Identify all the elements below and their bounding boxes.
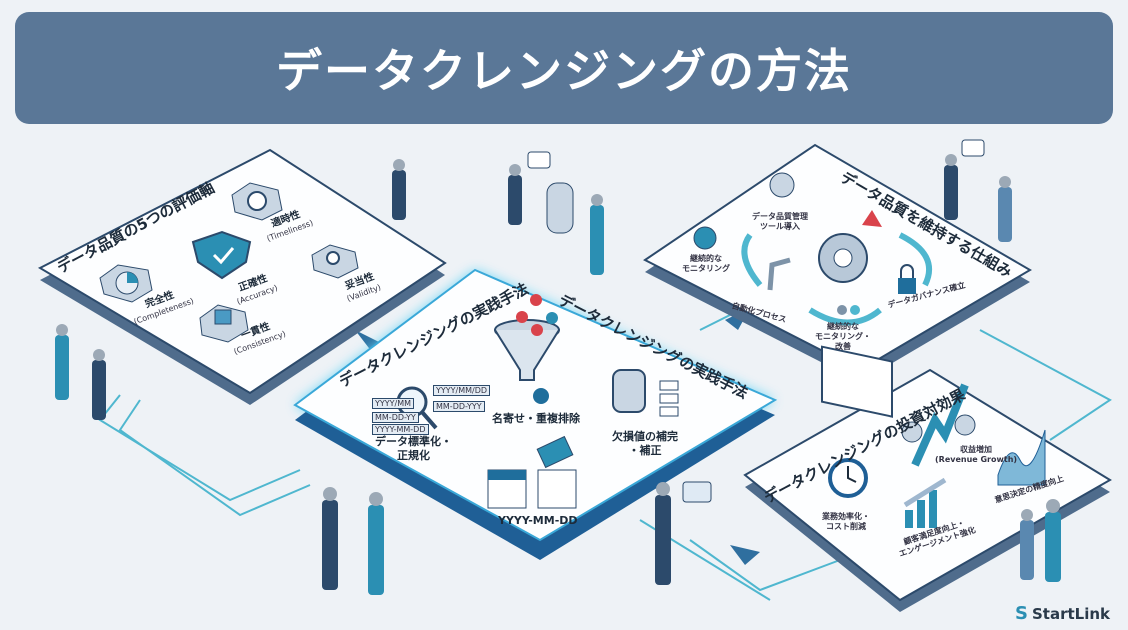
chat-bubble-icon <box>527 139 985 503</box>
startlink-logo-icon: S <box>1015 603 1028 624</box>
roi-efficiency: 業務効率化・ コスト削減 <box>822 512 870 531</box>
logo-text: StartLink <box>1031 604 1110 623</box>
cubes-icon <box>199 304 249 343</box>
users-icon <box>837 305 860 315</box>
robot-arm-icon <box>767 257 791 291</box>
page-title: データクレンジングの方法 <box>276 44 852 98</box>
maintain-improvement: 継続的な モニタリング・ 改善 <box>815 322 871 351</box>
step-standardization: データ標準化・ 正規化 <box>375 435 452 462</box>
growth-arrow-icon <box>901 383 976 467</box>
format-tag: YYYY/MM <box>372 398 415 409</box>
funnel-icon <box>494 294 560 404</box>
database-icon <box>612 369 679 417</box>
people-figures <box>55 154 1061 595</box>
format-tag: MM-DD-YYY <box>433 401 485 412</box>
dashboard-monitor-icon <box>821 210 893 418</box>
table-eraser-icon <box>487 435 577 509</box>
lock-icon <box>898 264 916 294</box>
maintain-tool: データ品質管理 ツール導入 <box>752 212 808 231</box>
roi-revenue: 収益増加(Revenue Growth) <box>935 445 1018 464</box>
pie-chart-icon <box>99 264 153 303</box>
maintain-monitoring: 継続的な モニタリング <box>682 254 730 273</box>
panel-practice <box>293 268 778 542</box>
format-tag: YYYY/MM/DD <box>433 385 491 396</box>
stopwatch-icon <box>828 458 868 498</box>
step-missing-values: 欠損値の補完 ・補正 <box>612 430 678 457</box>
format-tag: YYYY-MM-DD <box>372 424 429 435</box>
line-chart-icon <box>997 429 1046 486</box>
step-dedup: 名寄せ・重複排除 <box>492 412 580 425</box>
clock-icon <box>231 182 283 221</box>
title-banner: データクレンジングの方法 <box>15 12 1113 124</box>
shield-check-icon <box>191 230 252 280</box>
format-tag: MM-DD-YY <box>372 412 419 423</box>
gear-icon <box>693 172 868 283</box>
step-date-format: YYYY-MM-DD <box>498 514 578 527</box>
bar-growth-icon <box>903 477 947 528</box>
cycle-arrows <box>741 232 932 326</box>
magnifier-icon <box>311 244 359 279</box>
panel-quality <box>37 148 447 395</box>
